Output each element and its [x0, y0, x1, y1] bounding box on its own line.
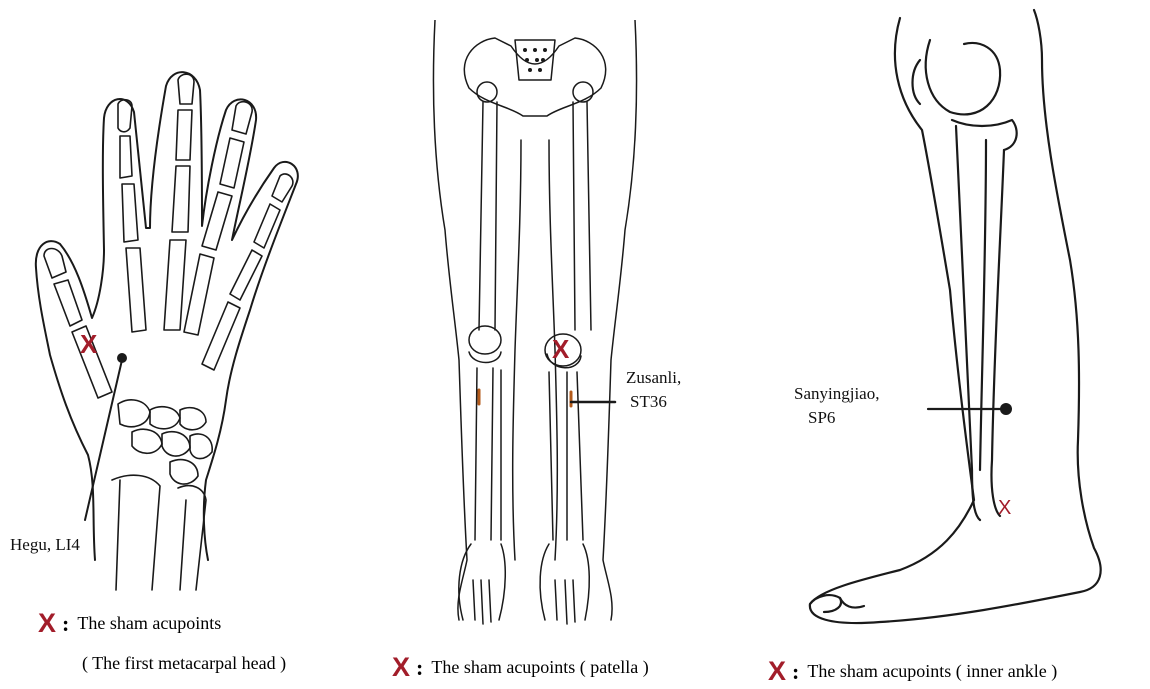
- legend-text: The sham acupoints: [77, 613, 221, 633]
- legend-text: The sham acupoints ( inner ankle ): [807, 661, 1057, 681]
- zusanli-label-line1: Zusanli,: [626, 368, 681, 388]
- hand-skeleton-illustration: [0, 0, 380, 600]
- calf-illustration: [780, 0, 1150, 640]
- legend-x-symbol: X: [392, 652, 410, 682]
- hand-sham-marker: X: [80, 331, 97, 357]
- sanyingjiao-label-line2: SP6: [808, 408, 835, 428]
- legs-legend: X: The sham acupoints ( patella ): [392, 652, 649, 683]
- hand-legend-subtext: ( The first metacarpal head ): [82, 653, 286, 674]
- sanyingjiao-label-line1: Sanyingjiao,: [794, 384, 879, 404]
- legend-separator: :: [416, 655, 423, 680]
- legend-separator: :: [792, 659, 799, 684]
- legs-skeleton-illustration: [415, 20, 655, 630]
- legend-separator: :: [62, 611, 69, 636]
- legend-x-symbol: X: [38, 608, 56, 638]
- hand-legend: X: The sham acupoints: [38, 608, 221, 639]
- legend-text: The sham acupoints ( patella ): [431, 657, 648, 677]
- calf-legend: X: The sham acupoints ( inner ankle ): [768, 656, 1057, 687]
- inner-ankle-sham-marker: X: [998, 498, 1011, 518]
- hegu-label: Hegu, LI4: [10, 535, 80, 555]
- zusanli-label-line2: ST36: [630, 392, 667, 412]
- patella-sham-marker: X: [552, 336, 569, 362]
- legend-x-symbol: X: [768, 656, 786, 686]
